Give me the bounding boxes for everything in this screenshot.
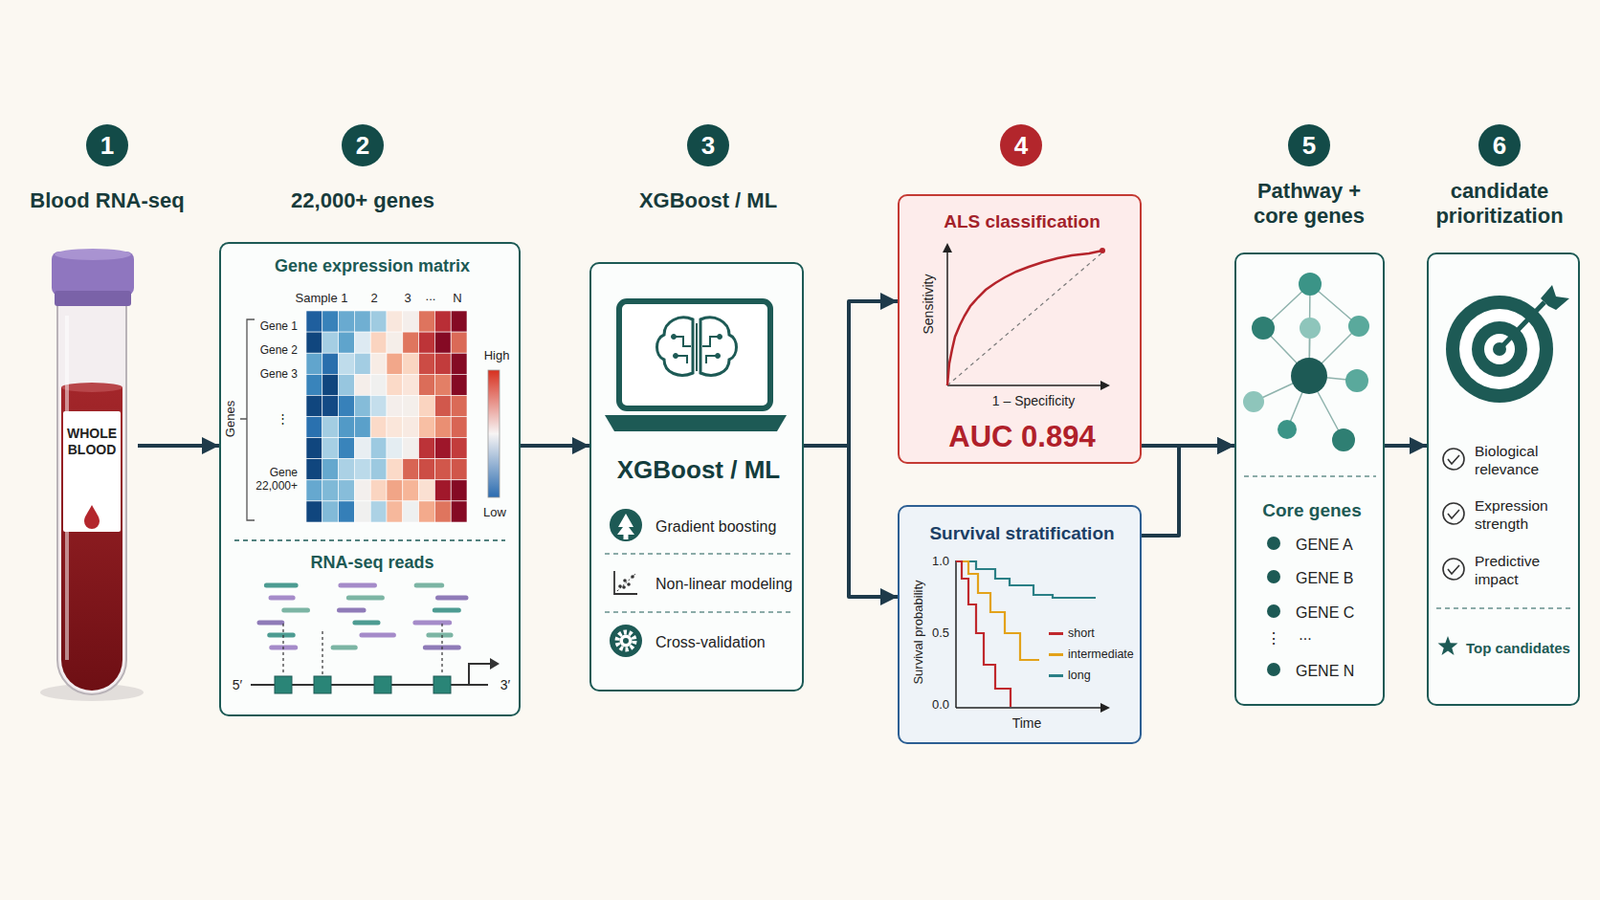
- box-title: Survival stratification: [929, 522, 1114, 545]
- legend-item: short: [1048, 624, 1095, 643]
- box-title: WHOLE BLOOD: [64, 425, 120, 459]
- legend-item: intermediate: [1048, 645, 1134, 664]
- legend-line: [1048, 674, 1064, 678]
- step-number: 3: [687, 124, 730, 167]
- axis-label: Survival probability: [911, 579, 927, 685]
- bracket: [240, 319, 255, 521]
- legend-item: long: [1048, 666, 1091, 685]
- legend-text: short: [1067, 626, 1095, 641]
- box-text: GENE C: [1295, 603, 1355, 623]
- legend-line: [1048, 632, 1064, 636]
- axis-label: ⋮: [276, 412, 289, 427]
- axis-label: Gene 1: [260, 320, 298, 334]
- legend-text: long: [1067, 668, 1091, 683]
- axis-label: 0.0: [932, 698, 950, 713]
- legend-line: [1048, 653, 1064, 657]
- step-badge: 1Blood RNA-seq: [21, 124, 194, 214]
- axis-label: 0.5: [932, 626, 950, 642]
- flow-arrow: [520, 444, 590, 448]
- panel-fill: [897, 194, 1142, 465]
- panel-fill: [219, 242, 521, 717]
- blood-tube: WHOLE BLOOD: [47, 250, 138, 699]
- axis-label: Gene 2: [260, 344, 298, 358]
- network-icon: [1243, 272, 1377, 677]
- box-title: ALS classification: [943, 210, 1101, 233]
- step-badge: 4: [934, 124, 1108, 167]
- axis-label: 1 – Specificity: [992, 393, 1075, 409]
- box-text: Cross-validation: [655, 633, 766, 653]
- heatmap: [306, 311, 467, 523]
- step-number: 1: [86, 124, 129, 167]
- step-number: 6: [1478, 124, 1521, 167]
- step-badge: 2 22,000+ genes: [276, 124, 449, 214]
- roc-plot: [942, 243, 1111, 391]
- axis-label: Genes: [223, 400, 239, 438]
- reads: [259, 585, 467, 648]
- axis-label: High: [484, 349, 511, 364]
- axis-label: Time: [1012, 715, 1043, 732]
- box-text: GENE B: [1295, 569, 1354, 589]
- laptop-icon: [604, 301, 787, 432]
- legend-text: intermediate: [1067, 647, 1134, 662]
- axis-label: 3: [403, 291, 411, 307]
- flow-arrow: [1141, 445, 1235, 536]
- step-title: candidate prioritization: [1427, 178, 1572, 230]
- axis-label: Sensitivity: [920, 273, 936, 334]
- colorbar: [488, 370, 500, 498]
- box-text: GENE A: [1295, 535, 1354, 556]
- divider: [234, 539, 506, 542]
- step-number: 4: [1000, 124, 1043, 167]
- box-title: Core genes: [1262, 499, 1361, 522]
- axis-label: 2: [370, 291, 378, 307]
- box-text: RNA-seq reads: [310, 553, 434, 575]
- target-icon: [1436, 285, 1571, 656]
- step-number: 5: [1288, 124, 1331, 167]
- box-title: Gene expression matrix: [274, 256, 470, 278]
- box-text: Predictive impact: [1474, 553, 1571, 590]
- box-text: Top candidates: [1466, 640, 1571, 658]
- panel-fill: [1426, 252, 1580, 707]
- box-text: Expression strength: [1474, 497, 1571, 534]
- axis-label: ...: [1298, 626, 1312, 645]
- step-title: Blood RNA-seq: [29, 188, 184, 214]
- step-title: XGBoost / ML: [639, 188, 778, 214]
- axis-label: Low: [483, 506, 507, 521]
- box-title: Biological relevance: [1474, 443, 1571, 480]
- box-text: GENE N: [1295, 662, 1355, 682]
- flow-arrow: [803, 445, 898, 598]
- step-title: 22,000+ genes: [290, 188, 435, 214]
- axis-label: 3′: [500, 677, 511, 693]
- panel-fill: [1234, 252, 1385, 707]
- axis-label: ...: [425, 289, 437, 305]
- box-text: AUC 0.894: [948, 419, 1095, 456]
- axis-label: Gene 22,000+: [249, 466, 298, 494]
- axis-label: ⋮: [1266, 630, 1282, 648]
- model-panel: XGBoost / ML Gradient boostingNon-linear …: [589, 262, 804, 692]
- axis-label: Gene 3: [260, 368, 298, 382]
- step-title: Pathway + core genes: [1237, 178, 1381, 230]
- blood-tube-drawing: [40, 248, 144, 702]
- axis-label: 5′: [232, 677, 243, 693]
- flow-arrow: [137, 444, 220, 448]
- axis-label: Sample 1: [295, 291, 349, 307]
- axis-label: 1.0: [932, 555, 950, 570]
- box-text: Gradient boosting: [655, 517, 777, 537]
- priority-panel: Biological relevanceExpression strengthP…: [1426, 252, 1580, 707]
- step-badge: 3XGBoost / ML: [622, 124, 795, 214]
- step-number: 2: [341, 124, 384, 167]
- panel-fill: [589, 262, 804, 692]
- survival-plot: [955, 560, 1111, 713]
- step-badge: 6 candidate prioritization: [1413, 124, 1586, 230]
- box-text: Non-linear modeling: [655, 575, 793, 595]
- box-title: XGBoost / ML: [617, 455, 780, 487]
- axis-label: N: [452, 291, 462, 307]
- panel-fill: [897, 505, 1142, 745]
- gene-model: [250, 623, 500, 694]
- flow-arrow: [803, 301, 898, 446]
- step-badge: 5Pathway + core genes: [1222, 124, 1396, 230]
- flow-arrow: [1384, 444, 1427, 448]
